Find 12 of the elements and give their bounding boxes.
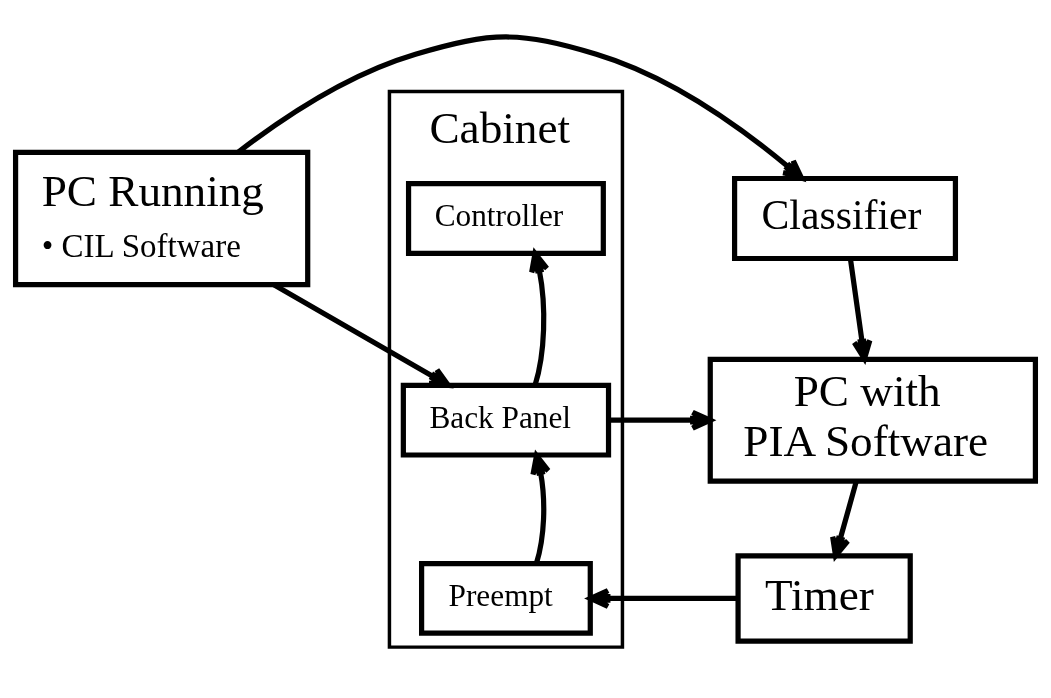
arrow xyxy=(847,258,873,362)
arrow xyxy=(236,34,805,181)
node-box: Preempt xyxy=(419,561,593,636)
node-box: Classifier xyxy=(732,175,959,262)
node-box: Back Panel xyxy=(400,382,612,458)
arrow xyxy=(587,588,738,609)
node-box: Timer xyxy=(735,553,913,644)
arrow xyxy=(529,250,550,386)
arrow xyxy=(830,480,859,559)
node-box: Controller xyxy=(405,181,606,256)
node-box: PC Running • CIL Software xyxy=(12,149,311,288)
node-box: PC with PIA Software xyxy=(707,356,1039,484)
